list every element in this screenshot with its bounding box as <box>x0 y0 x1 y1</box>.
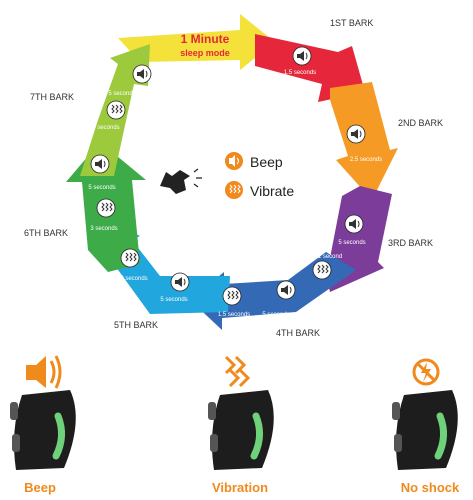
arrow-1st-bark <box>255 34 365 102</box>
legend-beep: Beep <box>225 152 283 170</box>
bark-label-4: 4TH BARK <box>276 328 320 338</box>
duration-3rd-beep: 5 seconds <box>338 240 365 246</box>
vibration-icon <box>96 198 116 218</box>
speaker-icon <box>132 64 152 84</box>
duration-7th-beep: 5 seconds <box>108 91 135 97</box>
bark-label-3: 3RD BARK <box>388 238 433 248</box>
collar-device-no-shock <box>392 390 458 470</box>
legend-vibrate-label: Vibrate <box>250 183 294 199</box>
legend-vibrate: Vibrate <box>225 181 294 199</box>
mode-label-no-shock: No shock <box>400 480 460 495</box>
collar-device-vibration <box>208 390 274 470</box>
barking-dog-icon <box>160 168 202 194</box>
duration-3rd-vibrate: 1 second <box>318 254 342 260</box>
vibration-icon <box>222 286 242 306</box>
mode-no-shock-icon <box>412 358 440 386</box>
mode-beep-icon <box>26 355 62 389</box>
bark-label-2: 2ND BARK <box>398 118 443 128</box>
vibration-icon <box>312 260 332 280</box>
bark-label-7: 7TH BARK <box>30 92 74 102</box>
speaker-icon <box>90 154 110 174</box>
duration-1st: 1.5 seconds <box>284 70 316 76</box>
collar-device-beep <box>10 390 76 470</box>
arrow-2nd-bark <box>330 82 398 200</box>
duration-6th-vibrate: 3 seconds <box>90 226 117 232</box>
sleep-mode-subtitle: sleep mode <box>180 48 230 58</box>
bark-label-6: 6TH BARK <box>24 228 68 238</box>
sleep-mode-title: 1 Minute <box>181 32 230 46</box>
arrow-sleep-mode <box>118 14 275 70</box>
vibration-icon <box>106 100 126 120</box>
duration-5th-beep: 5 seconds <box>160 297 187 303</box>
mode-label-vibration: Vibration <box>211 480 269 495</box>
duration-2nd: 2.5 seconds <box>350 157 382 163</box>
speaker-icon <box>292 46 312 66</box>
duration-7th-vibrate: 4 seconds <box>92 125 119 131</box>
legend-beep-label: Beep <box>250 154 283 170</box>
speaker-icon <box>346 124 366 144</box>
bark-label-1: 1ST BARK <box>330 18 373 28</box>
duration-4th-vibrate: 1.5 seconds <box>218 312 250 318</box>
mode-label-beep: Beep <box>24 480 56 495</box>
duration-4th-beep: 5 seconds <box>262 312 289 318</box>
speaker-icon <box>276 280 296 300</box>
mode-vibration-icon <box>224 355 251 388</box>
vibration-icon <box>225 181 243 199</box>
vibration-icon <box>120 248 140 268</box>
speaker-icon <box>170 272 190 292</box>
speaker-icon <box>344 214 364 234</box>
duration-5th-vibrate: 2 seconds <box>120 276 147 282</box>
bark-label-5: 5TH BARK <box>114 320 158 330</box>
duration-6th-beep: 5 seconds <box>88 185 115 191</box>
